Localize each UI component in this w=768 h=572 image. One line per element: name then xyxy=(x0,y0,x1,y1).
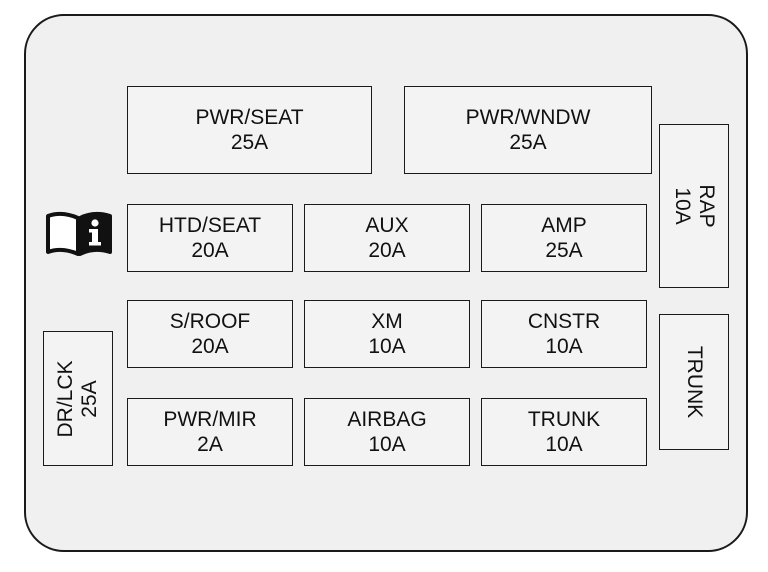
fuse-pwr-mir: PWR/MIR 2A xyxy=(127,398,293,466)
owner-manual-info-icon xyxy=(46,211,112,256)
fuse-rating: 25A xyxy=(230,131,269,154)
fuse-rating: 10A xyxy=(368,335,406,358)
fuse-pwr-seat: PWR/SEAT 25A xyxy=(127,86,372,174)
fuse-dr-lck: DR/LCK 25A xyxy=(43,331,113,466)
fuse-rap: RAP 10A xyxy=(659,124,729,288)
fuse-rating: 10A xyxy=(545,335,583,358)
fuse-name: PWR/SEAT xyxy=(195,105,304,129)
fuse-rating: 25A xyxy=(509,131,547,154)
fuse-name: TRUNK xyxy=(527,407,601,431)
fuse-xm: XM 10A xyxy=(304,300,470,368)
fuse-rating: 25A xyxy=(78,379,101,418)
fuse-trunk: TRUNK 10A xyxy=(481,398,647,466)
fuse-rating: 10A xyxy=(545,433,583,456)
fuse-rating: 20A xyxy=(191,239,229,262)
fuse-name: CNSTR xyxy=(527,309,601,333)
fuse-amp: AMP 25A xyxy=(481,204,647,272)
fuse-name: HTD/SEAT xyxy=(158,213,262,237)
fuse-name: AMP xyxy=(541,213,587,237)
fuse-name: AIRBAG xyxy=(347,407,427,431)
fuse-s-roof: S/ROOF 20A xyxy=(127,300,293,368)
fuse-name: PWR/MIR xyxy=(163,407,257,431)
fuse-rating: 20A xyxy=(368,239,406,262)
fuse-htd-seat: HTD/SEAT 20A xyxy=(127,204,293,272)
fuse-rating: 10A xyxy=(671,187,694,225)
fuse-name: AUX xyxy=(365,213,409,237)
fuse-aux: AUX 20A xyxy=(304,204,470,272)
fuse-name: S/ROOF xyxy=(169,309,251,333)
fuse-pwr-wndw: PWR/WNDW 25A xyxy=(404,86,652,174)
fuse-cnstr: CNSTR 10A xyxy=(481,300,647,368)
fuse-name: XM xyxy=(371,309,403,333)
fuse-rating: 25A xyxy=(545,239,583,262)
fuse-name: PWR/WNDW xyxy=(465,105,591,129)
relay-trunk: TRUNK xyxy=(659,314,729,450)
fuse-rating: 2A xyxy=(197,433,223,456)
fuse-name: RAP xyxy=(695,184,719,228)
fuse-airbag: AIRBAG 10A xyxy=(304,398,470,466)
relay-name: TRUNK xyxy=(683,345,707,419)
fuse-rating: 20A xyxy=(191,335,229,358)
fuse-name: DR/LCK xyxy=(53,359,77,438)
fuse-rating: 10A xyxy=(368,433,406,456)
